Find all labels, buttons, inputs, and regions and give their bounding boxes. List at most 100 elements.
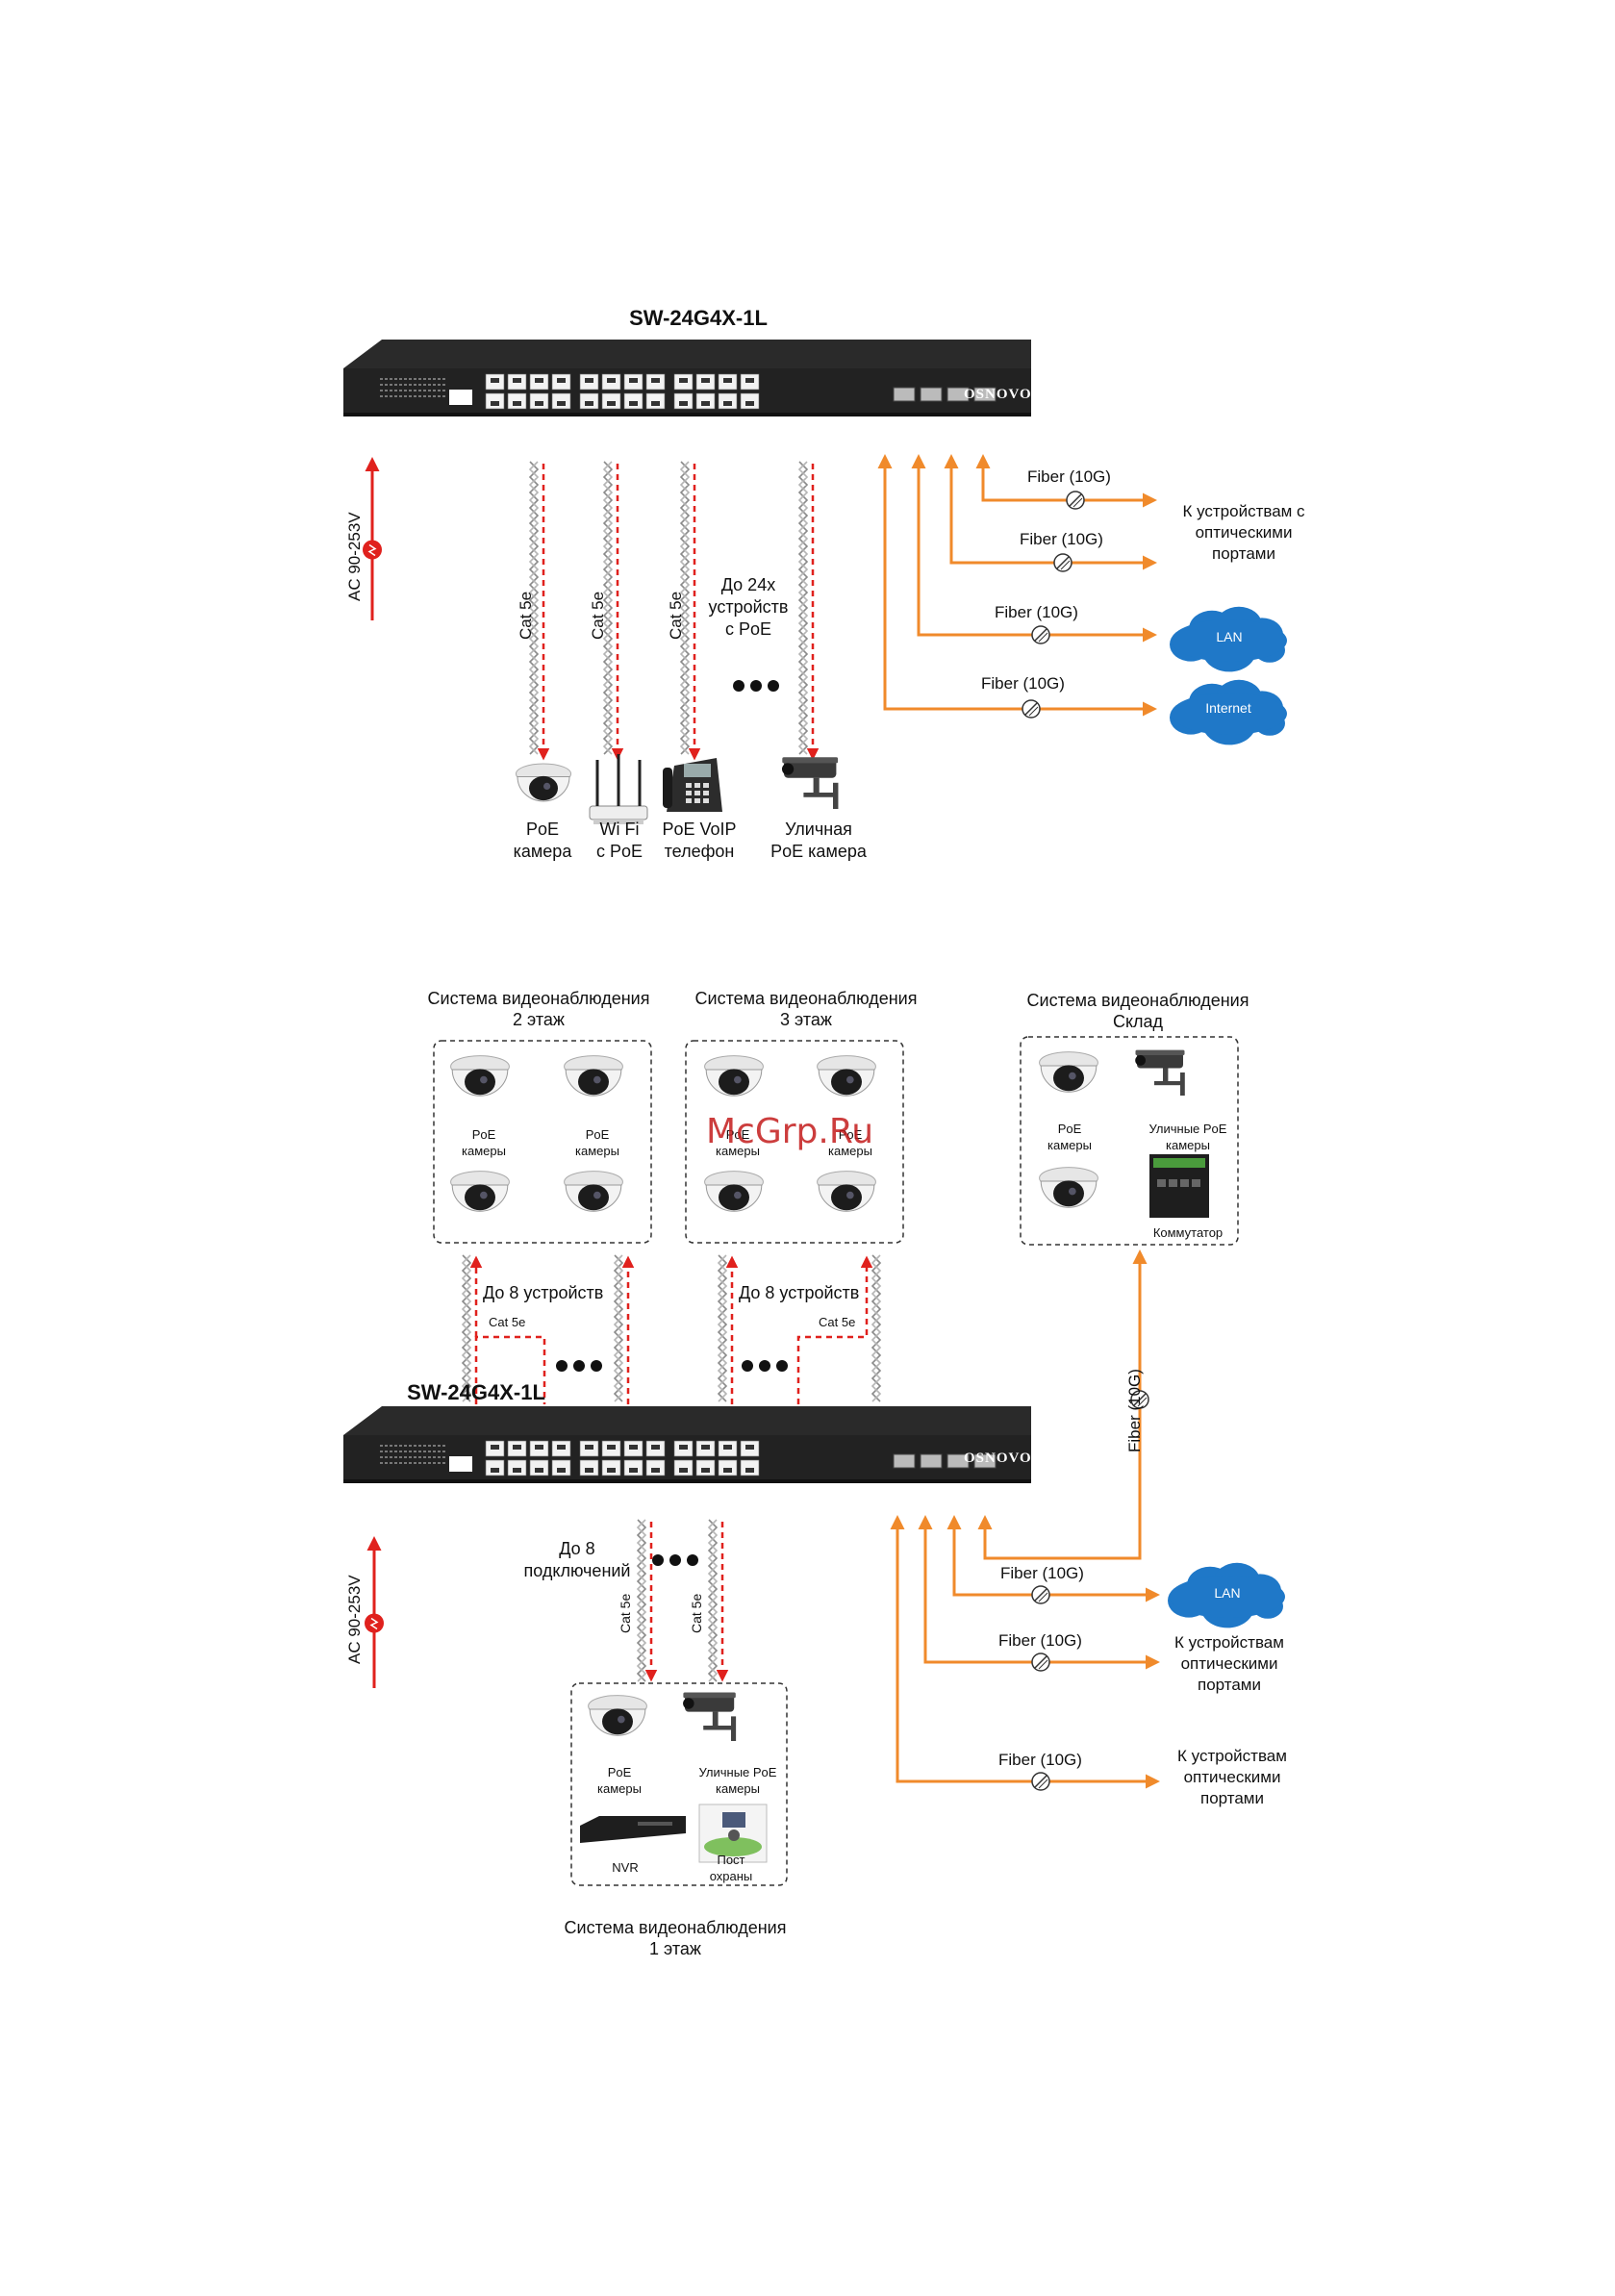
top-power-label: AC 90-253V [345,512,364,601]
floor3-cam-label-a2: камеры [716,1144,760,1158]
bottom-fiber-optical-2 [890,1515,1160,1789]
floor1-cable-2 [707,1519,719,1682]
floor3-camera-3 [704,1171,764,1212]
bottom-dest-optical1-line1: К устройствам [1174,1633,1284,1652]
floor1-post [698,1804,768,1863]
warehouse-cam-label-1: PoE [1057,1122,1082,1136]
warehouse-street-camera [1135,1049,1185,1096]
top-dest-optical-line3: портами [1212,544,1275,563]
zone-floor1-box [570,1682,788,1886]
floor3-cable-label: Cat 5e [819,1315,856,1329]
floor2-dots [556,1360,602,1372]
top-device-2-line2: с PoE [595,842,643,861]
top-device-4-line2: PoE камера [770,842,867,861]
zone-warehouse-title-line1: Система видеонаблюдения [1026,991,1249,1010]
top-cable-2 [602,461,614,755]
top-cable-1 [528,461,540,755]
floor2-cam-label-a2: камеры [462,1144,506,1158]
zone-floor1-title-line2: 1 этаж [649,1939,701,1958]
zone-floor3-title-line1: Система видеонаблюдения [694,989,918,1008]
zone-floor2-title-line2: 2 этаж [513,1010,565,1029]
floor3-cam-label-a1: PoE [725,1127,750,1142]
zone-floor3-box [685,1040,904,1244]
warehouse-cam-label-2: камеры [1047,1138,1092,1152]
floor1-nvr-label: NVR [612,1860,639,1875]
bottom-dest-optical2-line1: К устройствам [1177,1747,1287,1765]
zone-floor3-title-line2: 3 этаж [780,1010,832,1029]
zone-warehouse-box [1020,1036,1239,1246]
floor1-dots [652,1554,698,1566]
top-device-wifi [589,754,648,824]
top-device-3-line2: телефон [664,842,735,861]
floor2-cam-label-a1: PoE [471,1127,496,1142]
top-dest-optical-line2: оптическими [1195,523,1293,542]
floor3-camera-4 [817,1171,876,1212]
bottom-dest-optical2-line3: портами [1200,1789,1264,1807]
top-internet-cloud [1170,679,1287,745]
zone-floor2-box [433,1040,652,1244]
up-to-8-connections-2: подключений [523,1561,631,1580]
floor1-street-label-1: Уличные PoE [698,1765,777,1779]
floor2-poe-path [474,1335,546,1404]
floor2-camera-2 [564,1055,623,1097]
zone-cable-1 [461,1254,472,1402]
floor2-cam-label-b1: PoE [585,1127,610,1142]
top-cable-label-1: Cat 5e [517,591,535,640]
bottom-brand-logo: OSNOVO [964,1451,1032,1466]
zone-warehouse-title-line2: Склад [1112,1012,1164,1031]
bottom-fiber-label-3: Fiber (10G) [998,1751,1082,1769]
bottom-switch [343,1406,1031,1483]
top-brand-logo: OSNOVO [964,387,1032,402]
floor1-post-label-2: охраны [709,1869,753,1883]
warehouse-fiber-mark [1130,1390,1149,1409]
top-fiber-label-1: Fiber (10G) [1027,467,1111,486]
top-cable-4 [797,461,809,755]
floor2-camera-1 [450,1055,510,1097]
floor1-street-label-2: камеры [716,1781,760,1796]
warehouse-switch-label: Коммутатор [1152,1225,1224,1240]
top-device-4-line1: Уличная [785,820,852,839]
floor3-camera-1 [704,1055,764,1097]
warehouse-camera-1 [1039,1051,1098,1093]
zone-floor2-title-line1: Система видеонаблюдения [427,989,650,1008]
top-power-line [363,457,382,620]
warehouse-fiber-label: Fiber (10G) [1125,1369,1144,1452]
top-device-2-line1: Wi Fi [599,820,640,839]
zone-cable-4 [871,1254,882,1402]
top-device-poe-camera [516,763,571,802]
bottom-dest-optical1-line3: портами [1198,1676,1261,1694]
top-device-street-camera [781,757,839,809]
floor1-cable-label-1: Cat 5e [618,1593,633,1633]
top-fiber-mark-2 [1053,553,1072,572]
floor2-camera-4 [564,1171,623,1212]
warehouse-camera-2 [1039,1167,1098,1208]
zone-cable-2 [613,1254,624,1402]
bottom-power-label: AC 90-253V [345,1575,364,1664]
bottom-switch-title: SW-24G4X-1L [407,1380,545,1404]
top-poe-capacity-2: устройств [708,597,789,617]
warehouse-street-label-1: Уличные PoE [1148,1122,1227,1136]
bottom-dest-optical2-line2: оптическими [1183,1768,1281,1786]
top-poe-capacity-1: До 24х [720,575,776,594]
floor3-cam-label-b2: камеры [828,1144,872,1158]
floor3-cam-label-b1: PoE [838,1127,863,1142]
zone-floor1-title-line1: Система видеонаблюдения [564,1918,787,1937]
floor1-cam-label-1: PoE [607,1765,632,1779]
bottom-fiber-mark-1 [1031,1585,1050,1604]
bottom-fiber-label-2: Fiber (10G) [998,1631,1082,1650]
top-dest-optical-line1: К устройствам с [1182,502,1305,520]
floor2-cam-label-b2: камеры [575,1144,619,1158]
bottom-fiber-label-1: Fiber (10G) [1000,1564,1084,1582]
bottom-dest-optical1-line2: оптическими [1180,1654,1278,1673]
bottom-lan-label: LAN [1214,1585,1241,1601]
top-device-1-line2: камера [513,842,572,861]
floor1-cable-label-2: Cat 5e [689,1593,704,1633]
warehouse-switch [1149,1154,1209,1218]
top-fiber-label-4: Fiber (10G) [981,674,1065,693]
top-fiber-label-2: Fiber (10G) [1020,530,1103,548]
top-cable-label-3: Cat 5e [667,591,685,640]
up-to-8-connections-1: До 8 [559,1539,595,1558]
top-cable-3 [679,461,691,755]
